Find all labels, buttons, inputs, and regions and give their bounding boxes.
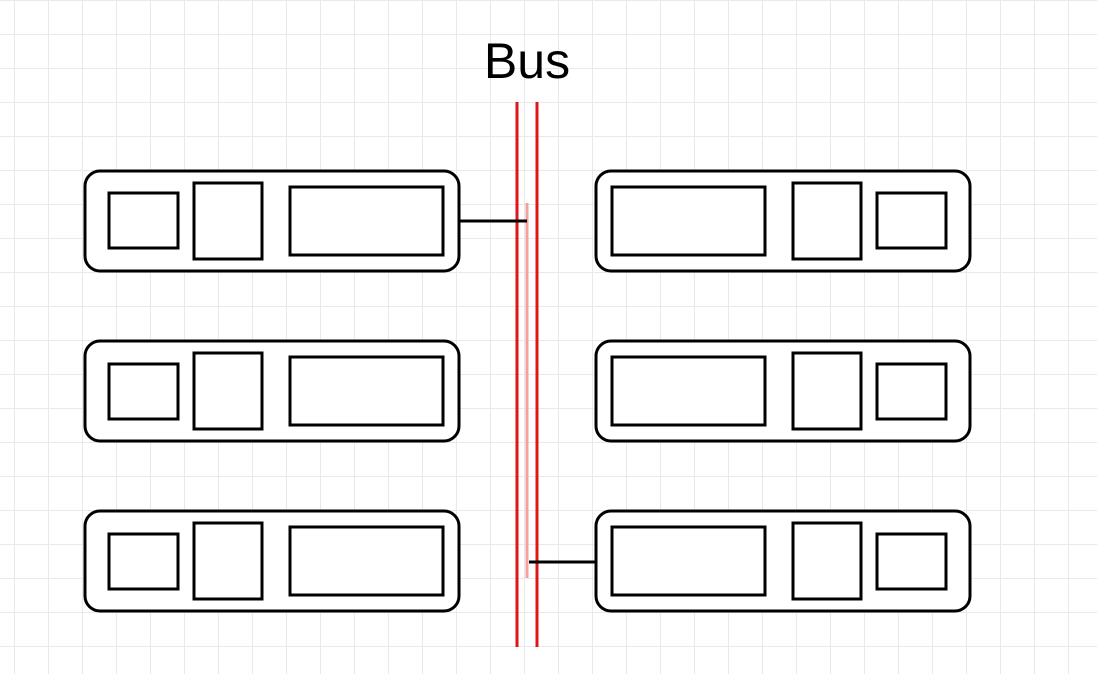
device-left-1 [83,169,461,273]
device-right-3-square-block [791,521,863,601]
device-right-1-wide-block [610,185,767,257]
device-right-2 [594,339,972,443]
device-right-3 [594,509,972,613]
device-right-2-small-block [875,362,948,421]
device-left-1-small-block [107,191,180,250]
bus-label: Bus [483,33,571,89]
device-right-2-square-block [791,351,863,431]
device-left-1-wide-block [288,185,445,257]
device-left-2-square-block [192,351,264,431]
device-left-2-small-block [107,362,180,421]
device-right-1-square-block [791,181,863,261]
device-left-2 [83,339,461,443]
device-right-2-wide-block [610,355,767,427]
device-left-3-wide-block [288,525,445,597]
device-left-3-square-block [192,521,264,601]
device-left-2-wide-block [288,355,445,427]
device-left-3 [83,509,461,613]
device-left-3-small-block [107,532,180,591]
device-right-1 [594,169,972,273]
device-right-3-wide-block [610,525,767,597]
device-right-3-small-block [875,532,948,591]
device-right-1-small-block [875,191,948,250]
device-left-1-square-block [192,181,264,261]
